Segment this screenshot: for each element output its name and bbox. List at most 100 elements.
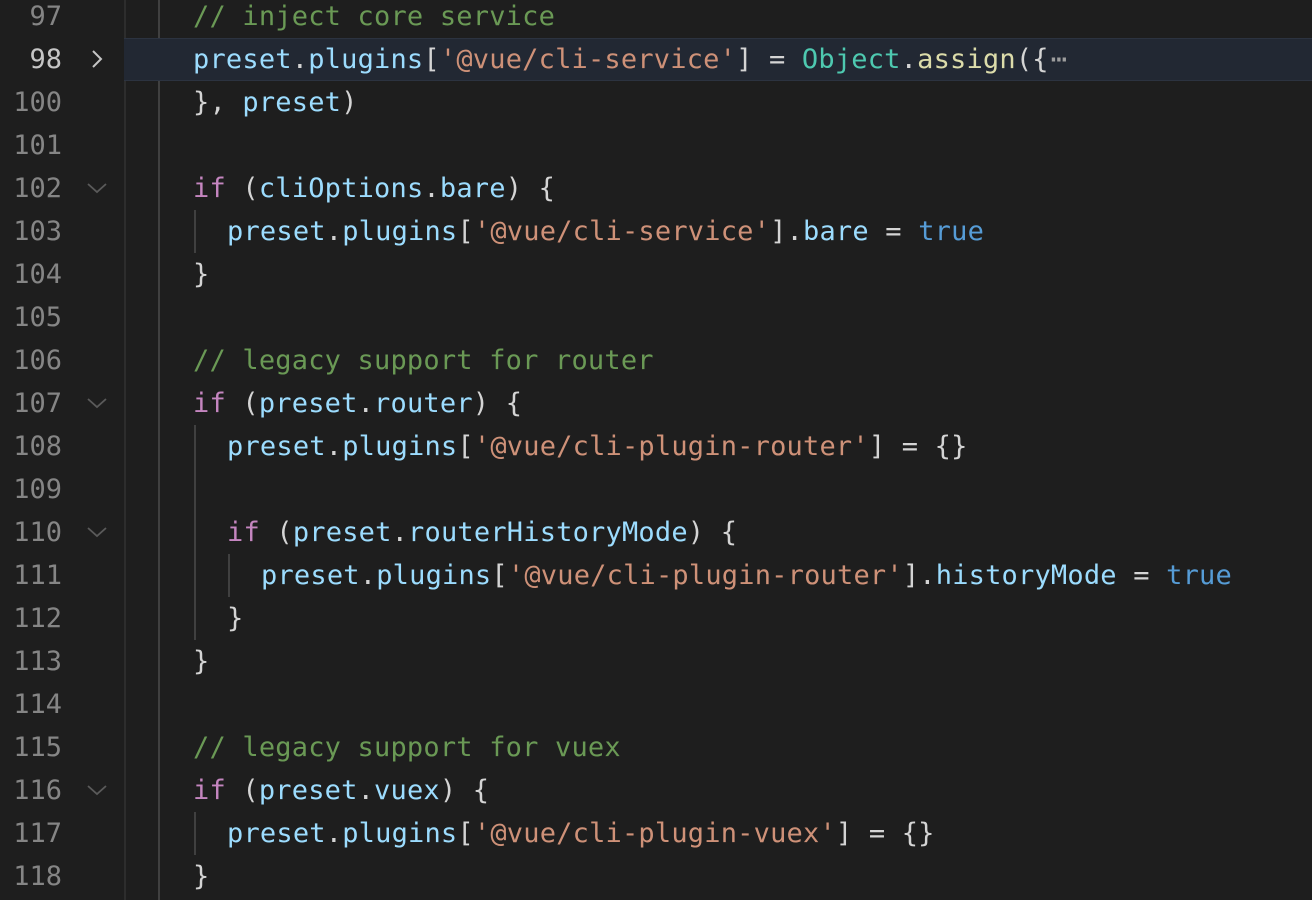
chevron-down-icon[interactable] [84, 777, 110, 803]
indent-guide [194, 812, 196, 855]
code-text[interactable]: preset.plugins['@vue/cli-service'].bare … [227, 210, 984, 253]
code-token: }, [193, 87, 243, 118]
code-text[interactable]: if (preset.routerHistoryMode) { [227, 511, 737, 554]
code-token: if [227, 517, 260, 548]
line-number: 108 [13, 431, 62, 462]
code-text[interactable]: if (cliOptions.bare) { [193, 167, 555, 210]
code-token: bare [803, 216, 869, 247]
code-token: . [357, 775, 375, 806]
code-text[interactable]: } [193, 855, 209, 898]
code-token: } [193, 259, 210, 290]
code-token: } [193, 646, 210, 677]
line-number: 113 [13, 646, 62, 677]
code-text[interactable]: preset.plugins['@vue/cli-plugin-router']… [227, 425, 968, 468]
code-token: ( [225, 775, 259, 806]
line-number: 97 [29, 1, 62, 32]
code-token: Object [801, 44, 901, 75]
chevron-down-icon[interactable] [84, 175, 110, 201]
code-line[interactable]: 103 preset.plugins['@vue/cli-service'].ba… [0, 210, 1312, 253]
code-text[interactable]: if (preset.router) { [193, 382, 522, 425]
code-line[interactable]: 106// legacy support for router [0, 339, 1312, 382]
line-number: 114 [13, 689, 62, 720]
indent-guide [194, 597, 196, 640]
chevron-down-icon[interactable] [84, 390, 110, 416]
code-text[interactable]: if (preset.vuex) { [193, 769, 489, 812]
line-number: 110 [13, 517, 62, 548]
code-token: preset [258, 388, 358, 419]
code-line[interactable]: 101 [0, 124, 1312, 167]
line-number: 100 [13, 87, 62, 118]
code-token: . [325, 431, 343, 462]
code-line[interactable]: 112} [0, 597, 1312, 640]
code-token: ] = {} [835, 818, 935, 849]
ellipsis-icon[interactable]: ⋯ [1050, 44, 1068, 75]
code-text[interactable]: // legacy support for router [193, 339, 654, 382]
code-token: } [193, 861, 210, 892]
code-text[interactable]: preset.plugins['@vue/cli-plugin-vuex'] =… [227, 812, 935, 855]
code-line[interactable]: 110 if (preset.routerHistoryMode) { [0, 511, 1312, 554]
code-line[interactable]: 104} [0, 253, 1312, 296]
code-line[interactable]: 117 preset.plugins['@vue/cli-plugin-vuex'… [0, 812, 1312, 855]
code-line[interactable]: 105 [0, 296, 1312, 339]
line-number: 98 [29, 44, 62, 75]
code-token: = [868, 216, 919, 247]
code-line[interactable]: 108 preset.plugins['@vue/cli-plugin-route… [0, 425, 1312, 468]
chevron-down-icon[interactable] [84, 519, 110, 545]
code-line[interactable]: 109 [0, 468, 1312, 511]
code-token: [ [491, 560, 508, 591]
code-token: '@vue/cli-plugin-router' [507, 560, 903, 591]
code-line[interactable]: 107 if (preset.router) { [0, 382, 1312, 425]
code-token: ) { [439, 775, 490, 806]
code-text[interactable]: preset.plugins['@vue/cli-plugin-router']… [261, 554, 1232, 597]
line-number: 118 [13, 861, 62, 892]
code-line[interactable]: 114 [0, 683, 1312, 726]
code-line[interactable]: 100 }, preset) [0, 81, 1312, 124]
code-token: ) [341, 87, 358, 118]
code-token: '@vue/cli-plugin-vuex' [473, 818, 836, 849]
code-token: . [359, 560, 377, 591]
code-text[interactable]: // inject core service [193, 0, 555, 38]
code-line[interactable]: 97 // inject core service [0, 0, 1312, 38]
code-token: router [374, 388, 473, 419]
code-token: ) { [687, 517, 738, 548]
line-number: 112 [13, 603, 62, 634]
code-line[interactable]: 111 preset.plugins['@vue/cli-plugin-route… [0, 554, 1312, 597]
indent-guide-outer [158, 0, 160, 900]
code-token: ( [225, 388, 259, 419]
code-token: preset [227, 431, 326, 462]
code-text[interactable]: } [193, 253, 209, 296]
code-text[interactable]: // legacy support for vuex [193, 726, 621, 769]
code-line[interactable]: 113} [0, 640, 1312, 683]
chevron-right-icon[interactable] [84, 46, 110, 72]
code-token: plugins [308, 44, 424, 75]
code-line[interactable]: 115 // legacy support for vuex [0, 726, 1312, 769]
line-number: 107 [13, 388, 62, 419]
code-text[interactable]: } [193, 640, 209, 683]
line-number: 103 [13, 216, 62, 247]
code-token: assign [917, 44, 1016, 75]
code-token: preset [193, 44, 292, 75]
code-line[interactable]: 118} [0, 855, 1312, 898]
code-line[interactable]: 98 preset.plugins['@vue/cli-service'] = O… [0, 38, 1312, 81]
code-token: // inject core service [193, 1, 556, 32]
code-token: ] = [736, 44, 802, 75]
code-text[interactable]: } [227, 597, 243, 640]
code-token: [ [423, 44, 440, 75]
indent-guide [194, 425, 196, 468]
code-token: [ [457, 431, 474, 462]
code-token: ) { [472, 388, 523, 419]
code-token: // legacy support for vuex [193, 732, 621, 763]
line-number: 105 [13, 302, 62, 333]
line-number: 111 [13, 560, 62, 591]
code-token: ({ [1015, 44, 1049, 75]
line-number: 117 [13, 818, 62, 849]
code-token: historyMode [935, 560, 1117, 591]
indent-guide [194, 210, 196, 253]
code-token: . [291, 44, 309, 75]
code-text[interactable]: preset.plugins['@vue/cli-service'] = Obj… [193, 38, 1067, 81]
code-text[interactable]: }, preset) [193, 81, 358, 124]
line-number: 115 [13, 732, 62, 763]
